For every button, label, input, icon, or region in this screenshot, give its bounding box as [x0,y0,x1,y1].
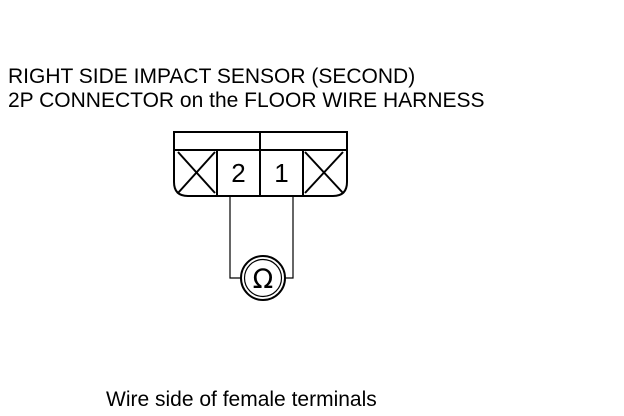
test-lead-right [284,196,294,279]
diagram-caption: Wire side of female terminals [106,388,377,411]
diagram-title: RIGHT SIDE IMPACT SENSOR (SECOND) 2P CON… [8,65,485,113]
title-line-2: 2P CONNECTOR on the FLOOR WIRE HARNESS [8,89,485,112]
ohm-symbol: Ω [253,264,274,295]
test-lead-left [229,196,242,279]
cross-x-icon [304,151,344,194]
connector-outline [173,131,348,197]
connector-2p [173,131,348,197]
ohmmeter-icon: Ω [240,255,286,301]
terminal-label: 1 [274,158,288,188]
test-leads [229,196,294,279]
cross-x-icon [177,151,216,194]
terminal-label: 2 [231,158,245,188]
title-line-1: RIGHT SIDE IMPACT SENSOR (SECOND) [8,65,416,88]
